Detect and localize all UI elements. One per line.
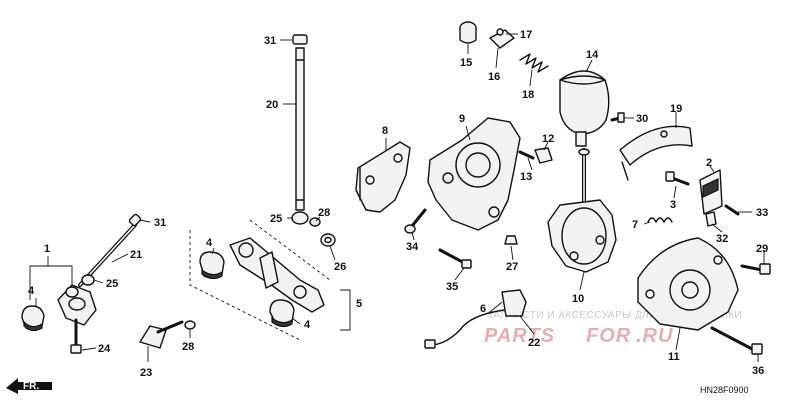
callout-31-left: 31	[154, 217, 166, 229]
callout-14: 14	[586, 49, 599, 61]
part-guide-plate-19	[619, 125, 693, 181]
callout-4-bottom: 4	[304, 319, 311, 331]
callout-2: 2	[706, 157, 712, 169]
part-nut-31-top	[292, 34, 308, 45]
front-label: FR.	[23, 381, 39, 392]
part-cap-15	[459, 21, 477, 44]
callout-29: 29	[756, 243, 768, 255]
callout-15: 15	[460, 57, 472, 69]
group-5-outline	[189, 230, 301, 341]
callout-11: 11	[668, 351, 680, 363]
callout-30: 30	[636, 113, 648, 125]
callout-22: 22	[528, 337, 540, 349]
callout-7: 7	[632, 219, 638, 231]
leader-lines	[29, 33, 765, 362]
callout-4-center: 4	[206, 237, 213, 249]
callout-18: 18	[522, 89, 534, 101]
part-washer-26	[320, 233, 336, 247]
callout-5: 5	[356, 298, 362, 310]
part-collar-12	[534, 147, 553, 164]
callout-9: 9	[459, 113, 465, 125]
callout-21: 21	[130, 249, 142, 261]
part-washer-28-bottom	[184, 320, 196, 330]
watermark-logo-right: .RU	[636, 325, 673, 347]
callout-31-top: 31	[264, 35, 276, 47]
callout-6: 6	[480, 303, 486, 315]
watermark-logo: PARTS FOR .RU	[484, 325, 673, 347]
callout-19: 19	[670, 103, 682, 115]
watermark-logo-mid: FOR	[586, 325, 631, 347]
callout-25-mid: 25	[270, 213, 282, 225]
part-gear-housing-9	[427, 117, 521, 231]
callout-28-mid: 28	[318, 207, 330, 219]
part-bolt-27	[504, 235, 518, 245]
callout-28-bottom: 28	[182, 341, 194, 353]
callout-labels: 31 20 25 28 26 31 21 25 1 4 24 4 4 5 23 …	[28, 29, 768, 379]
part-bolt-36	[710, 326, 763, 355]
part-bolt-3	[665, 171, 690, 186]
part-pin-33	[724, 204, 740, 216]
part-joint-1	[57, 284, 97, 326]
callout-16: 16	[488, 71, 500, 83]
part-shift-knob-14	[559, 70, 610, 147]
part-shift-rod-20	[295, 47, 305, 211]
part-bolt-29	[740, 263, 771, 275]
callout-26: 26	[334, 261, 346, 273]
part-arm-2	[699, 169, 723, 215]
part-pin-23	[139, 320, 184, 349]
callout-32: 32	[716, 233, 728, 245]
watermark-caption: ЗАПЧАСТИ И АКСЕССУАРЫ ДЛЯ МОТОТЕХНИКИ	[487, 310, 742, 321]
callout-10: 10	[572, 293, 584, 305]
callout-36: 36	[752, 365, 764, 377]
callout-25-left: 25	[106, 278, 118, 290]
part-bolt-34	[404, 208, 427, 234]
part-cap-4-left	[21, 305, 45, 332]
part-screw-30	[610, 112, 625, 123]
callout-4-left: 4	[28, 285, 35, 297]
part-washer-28-mid	[309, 217, 321, 227]
part-cover-11	[637, 237, 739, 331]
callout-8: 8	[382, 125, 388, 137]
part-switch-6	[424, 289, 527, 349]
callout-13: 13	[520, 171, 532, 183]
callout-3: 3	[670, 199, 676, 211]
callout-27: 27	[506, 261, 518, 273]
group-5-outline-top	[249, 219, 331, 281]
part-cap-4-bottom	[269, 299, 295, 328]
part-bolt-32	[705, 211, 717, 227]
callout-17: 17	[520, 29, 532, 41]
watermark-logo-left: PARTS	[484, 325, 555, 347]
callout-33: 33	[756, 207, 768, 219]
part-pin-13	[518, 150, 535, 160]
part-spring-18	[519, 53, 549, 73]
callout-35: 35	[446, 281, 458, 293]
part-nut-25-left	[81, 274, 95, 286]
callout-34: 34	[406, 241, 419, 253]
callout-20: 20	[266, 99, 278, 111]
callout-1: 1	[44, 243, 50, 255]
part-cover-10	[547, 199, 617, 273]
part-bracket-8	[355, 141, 411, 213]
part-bolt-24	[70, 318, 82, 354]
callout-24: 24	[98, 343, 111, 355]
part-cap-4-center	[199, 251, 225, 280]
callout-12: 12	[542, 133, 554, 145]
part-spring-7	[647, 217, 673, 223]
part-ball-17	[496, 28, 504, 36]
part-nut-25-mid	[291, 211, 309, 225]
front-direction-arrow: FR.	[6, 378, 52, 394]
diagram-code: HN28F0900	[700, 385, 749, 395]
part-bolt-35	[438, 248, 472, 269]
callout-23: 23	[140, 367, 152, 379]
part-link-assembly-5	[229, 237, 325, 313]
